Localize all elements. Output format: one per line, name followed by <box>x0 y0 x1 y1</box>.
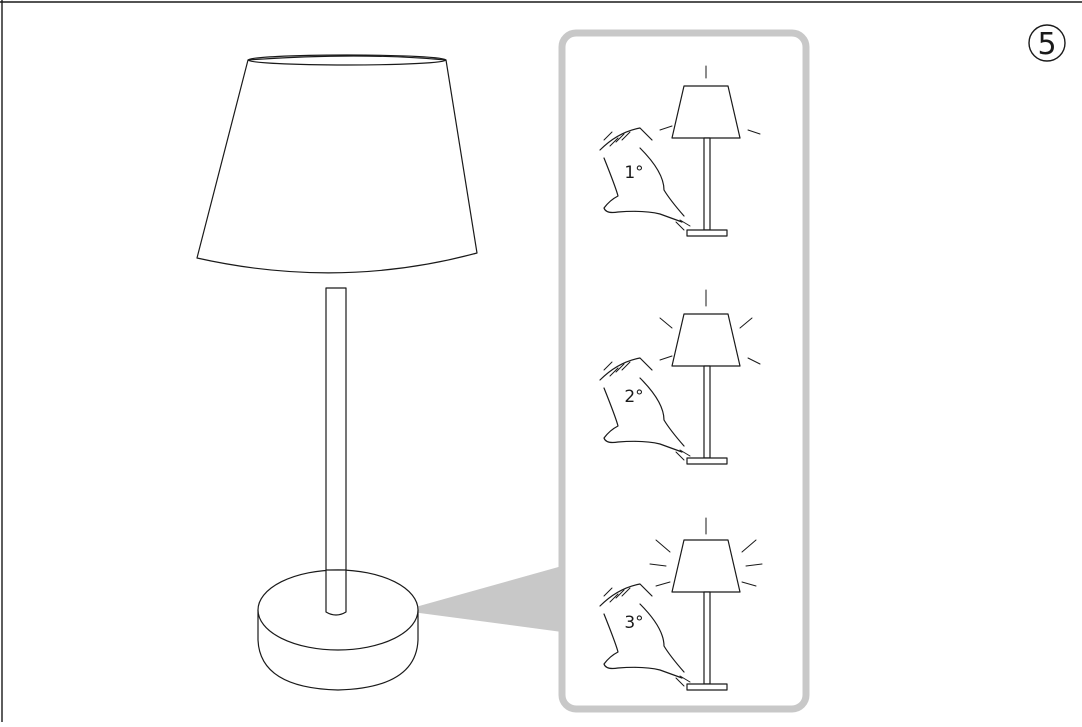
lamp-base <box>257 569 419 691</box>
step-number-badge: 5 <box>1028 24 1066 62</box>
step-2: 2° <box>599 289 761 465</box>
step-label: 3° <box>624 613 643 633</box>
step-3: 3° <box>599 517 763 691</box>
step-number: 5 <box>1037 27 1056 62</box>
callout-connector <box>412 566 562 632</box>
lamp-shade <box>196 55 478 274</box>
step-label: 2° <box>624 387 643 407</box>
mini-lamp <box>649 517 763 691</box>
step-1: 1° <box>599 65 761 237</box>
callout-panel <box>558 29 810 713</box>
hand-icon <box>599 127 691 231</box>
table-lamp-illustration <box>196 54 478 691</box>
mini-lamp <box>659 289 761 465</box>
lamp-stem <box>325 287 347 614</box>
mini-lamp <box>659 65 761 237</box>
step-label: 1° <box>624 163 643 183</box>
lamp-shade-top <box>247 54 447 66</box>
hand-icon <box>599 583 691 687</box>
hand-icon <box>599 357 691 461</box>
